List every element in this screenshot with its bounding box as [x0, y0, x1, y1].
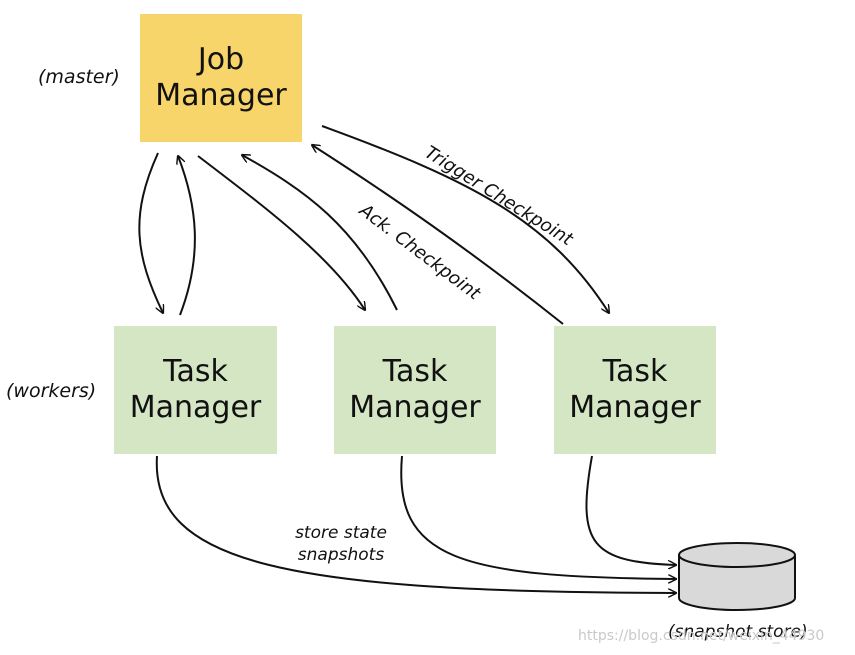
arrow-jm-to-tm1 [138, 152, 163, 313]
task-manager-label-3: Task Manager [569, 354, 701, 425]
database-icon [678, 542, 796, 611]
job-manager-label: Job Manager [155, 42, 287, 113]
task-manager-box-2: Task Manager [334, 326, 496, 454]
task-manager-box-3: Task Manager [554, 326, 716, 454]
task-manager-box-1: Task Manager [114, 326, 277, 454]
store-state-snapshots-label: store state snapshots [295, 523, 387, 565]
arrow-trigger-checkpoint [321, 125, 609, 313]
job-manager-box: Job Manager [140, 14, 302, 142]
watermark-text: https://blog.csdn.net/weixin_44930 [578, 628, 825, 644]
task-manager-label-2: Task Manager [349, 354, 481, 425]
arrow-tm1-to-jm [178, 156, 196, 316]
arrow-tm2-to-jm [242, 155, 398, 311]
workers-role-label: (workers) [6, 380, 97, 402]
arrow-ack-checkpoint [312, 145, 564, 325]
arrow-tm1-to-store [155, 455, 676, 593]
master-role-label: (master) [38, 66, 120, 88]
arrow-tm3-to-store [585, 455, 676, 565]
task-manager-label-1: Task Manager [129, 354, 262, 425]
arrow-jm-to-tm2 [197, 155, 365, 310]
snapshot-store-label: (snapshot store) [668, 622, 808, 642]
arrow-tm2-to-store [400, 455, 676, 579]
